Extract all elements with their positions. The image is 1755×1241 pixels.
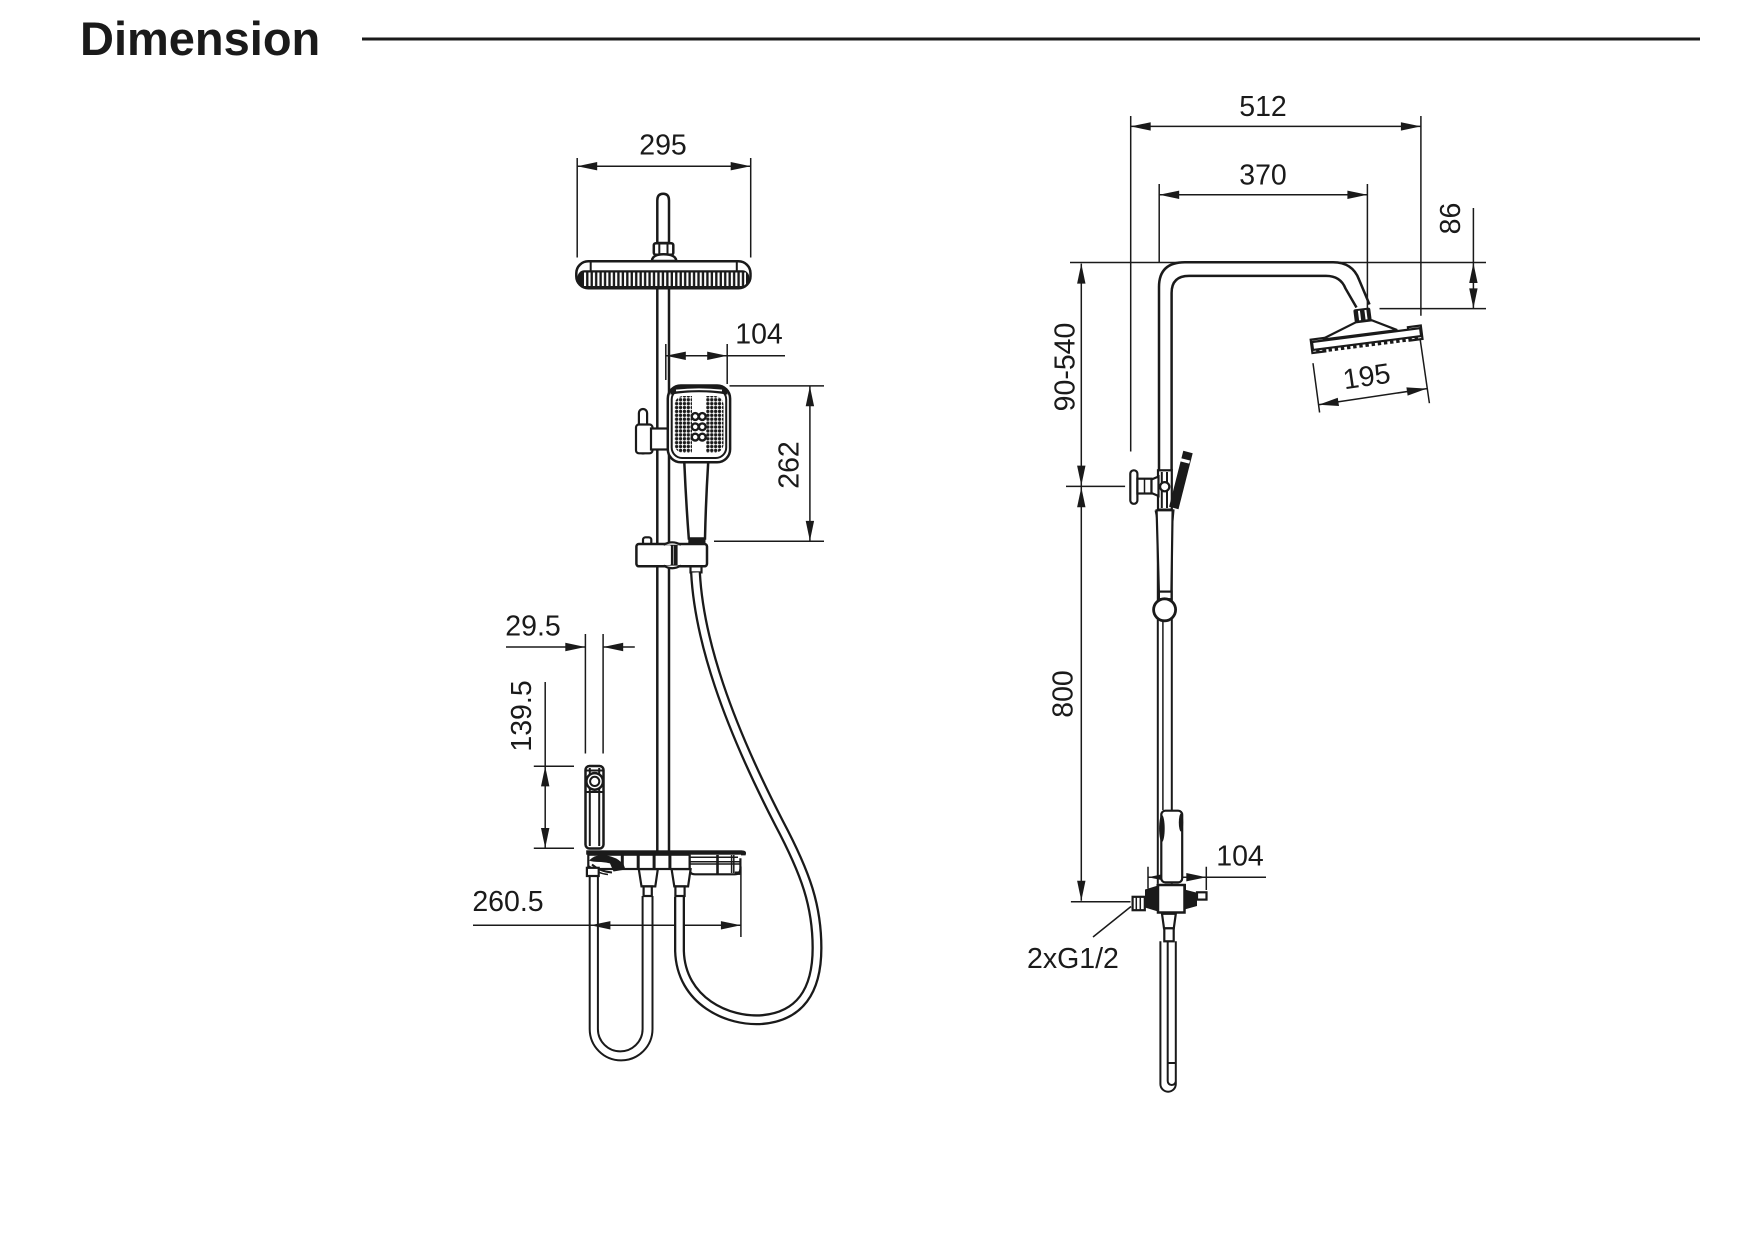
svg-text:262: 262	[774, 441, 806, 489]
svg-text:260.5: 260.5	[472, 886, 543, 918]
svg-text:295: 295	[639, 130, 687, 162]
svg-text:Dimension: Dimension	[80, 12, 320, 65]
svg-text:86: 86	[1435, 203, 1467, 235]
svg-text:104: 104	[735, 319, 783, 351]
svg-text:29.5: 29.5	[505, 611, 560, 643]
svg-text:512: 512	[1239, 91, 1287, 123]
svg-text:90-540: 90-540	[1050, 323, 1082, 412]
svg-text:139.5: 139.5	[506, 680, 538, 751]
svg-text:195: 195	[1341, 358, 1393, 397]
svg-text:800: 800	[1047, 670, 1079, 718]
svg-text:370: 370	[1239, 160, 1287, 192]
svg-text:104: 104	[1216, 841, 1264, 873]
svg-text:2xG1/2: 2xG1/2	[1027, 943, 1119, 975]
